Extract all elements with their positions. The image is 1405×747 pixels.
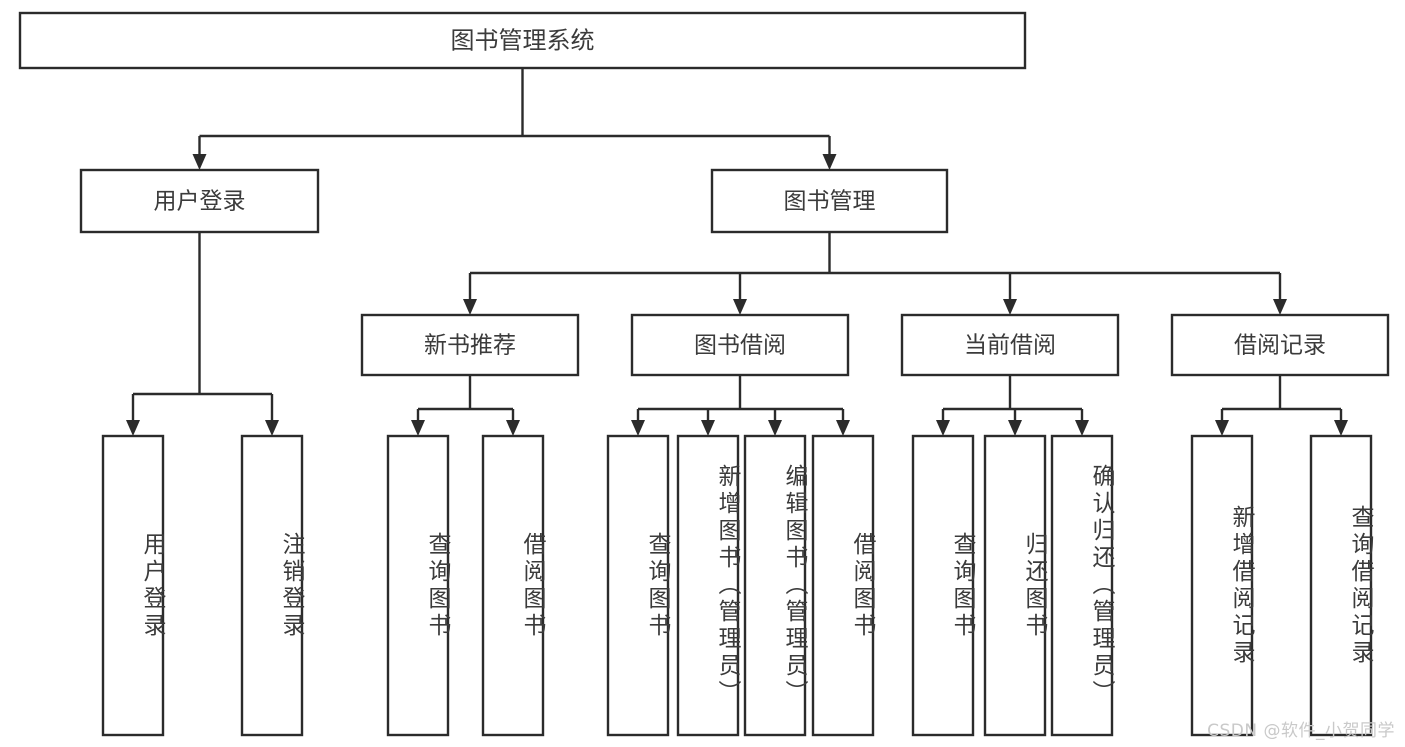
node-leaf-borrow-book-2[interactable]	[811, 434, 875, 737]
arrow-head-icon	[768, 420, 782, 436]
node-leaf-confirm-return[interactable]	[1050, 434, 1114, 737]
arrow-head-icon	[1215, 420, 1229, 436]
node-leaf-user-login[interactable]	[101, 434, 165, 737]
node-leaf-query-book-3-rect[interactable]	[911, 434, 975, 737]
arrow-head-icon	[192, 154, 207, 170]
arrow-head-icon	[265, 420, 279, 436]
arrow-head-icon	[126, 420, 140, 436]
node-leaf-add-borrow-record[interactable]	[1190, 434, 1254, 737]
node-current-borrow[interactable]: 当前借阅	[900, 313, 1120, 377]
arrow-head-icon	[1334, 420, 1348, 436]
node-leaf-query-book-3[interactable]	[911, 434, 975, 737]
node-leaf-borrow-book-2-rect[interactable]	[811, 434, 875, 737]
node-root-title-rect[interactable]	[18, 11, 1027, 70]
arrow-head-icon	[822, 154, 837, 170]
node-leaf-add-book[interactable]	[676, 434, 740, 737]
arrow-head-icon	[1075, 420, 1089, 436]
watermark-text: CSDN @软件_小贺同学	[1207, 721, 1395, 741]
node-leaf-edit-book-rect[interactable]	[743, 434, 807, 737]
node-root-title[interactable]: 图书管理系统	[18, 11, 1027, 70]
arrow-head-icon	[463, 299, 477, 315]
arrow-head-icon	[506, 420, 520, 436]
node-leaf-return-book[interactable]	[983, 434, 1047, 737]
node-book-borrow-rect[interactable]	[630, 313, 850, 377]
node-leaf-edit-book[interactable]	[743, 434, 807, 737]
arrow-head-icon	[1008, 420, 1022, 436]
node-user-login[interactable]: 用户登录	[79, 168, 320, 234]
arrow-head-icon	[1273, 299, 1287, 315]
node-leaf-confirm-return-rect[interactable]	[1050, 434, 1114, 737]
node-leaf-return-book-rect[interactable]	[983, 434, 1047, 737]
node-leaf-logout-login[interactable]	[240, 434, 304, 737]
node-root-title-label: 图书管理系统	[451, 27, 595, 55]
node-leaf-query-book-2[interactable]	[606, 434, 670, 737]
node-user-login-label: 用户登录	[154, 189, 246, 215]
node-leaf-query-borrow-record[interactable]	[1309, 434, 1373, 737]
node-book-borrow[interactable]: 图书借阅	[630, 313, 850, 377]
node-book-manage-rect[interactable]	[710, 168, 949, 234]
node-current-borrow-label: 当前借阅	[964, 333, 1056, 359]
node-leaf-query-book-2-rect[interactable]	[606, 434, 670, 737]
arrow-head-icon	[631, 420, 645, 436]
node-new-book-recommend-rect[interactable]	[360, 313, 580, 377]
node-leaf-user-login-rect[interactable]	[101, 434, 165, 737]
node-new-book-recommend-label: 新书推荐	[424, 333, 516, 359]
node-borrow-record[interactable]: 借阅记录	[1170, 313, 1390, 377]
node-leaf-query-borrow-record-rect[interactable]	[1309, 434, 1373, 737]
arrow-head-icon	[411, 420, 425, 436]
node-leaf-query-book-1-rect[interactable]	[386, 434, 450, 737]
node-leaf-logout-login-rect[interactable]	[240, 434, 304, 737]
connectors-group	[126, 68, 1348, 436]
node-new-book-recommend[interactable]: 新书推荐	[360, 313, 580, 377]
node-borrow-record-rect[interactable]	[1170, 313, 1390, 377]
arrow-head-icon	[733, 299, 747, 315]
node-leaf-add-borrow-record-rect[interactable]	[1190, 434, 1254, 737]
node-leaf-add-book-rect[interactable]	[676, 434, 740, 737]
node-leaf-borrow-book-1[interactable]	[481, 434, 545, 737]
node-user-login-rect[interactable]	[79, 168, 320, 234]
node-book-manage[interactable]: 图书管理	[710, 168, 949, 234]
node-book-manage-label: 图书管理	[784, 189, 876, 215]
node-current-borrow-rect[interactable]	[900, 313, 1120, 377]
arrow-head-icon	[1003, 299, 1017, 315]
arrow-head-icon	[701, 420, 715, 436]
node-borrow-record-label: 借阅记录	[1234, 333, 1326, 359]
arrow-head-icon	[836, 420, 850, 436]
node-leaf-query-book-1[interactable]	[386, 434, 450, 737]
node-book-borrow-label: 图书借阅	[694, 333, 786, 359]
node-leaf-borrow-book-1-rect[interactable]	[481, 434, 545, 737]
arrow-head-icon	[936, 420, 950, 436]
